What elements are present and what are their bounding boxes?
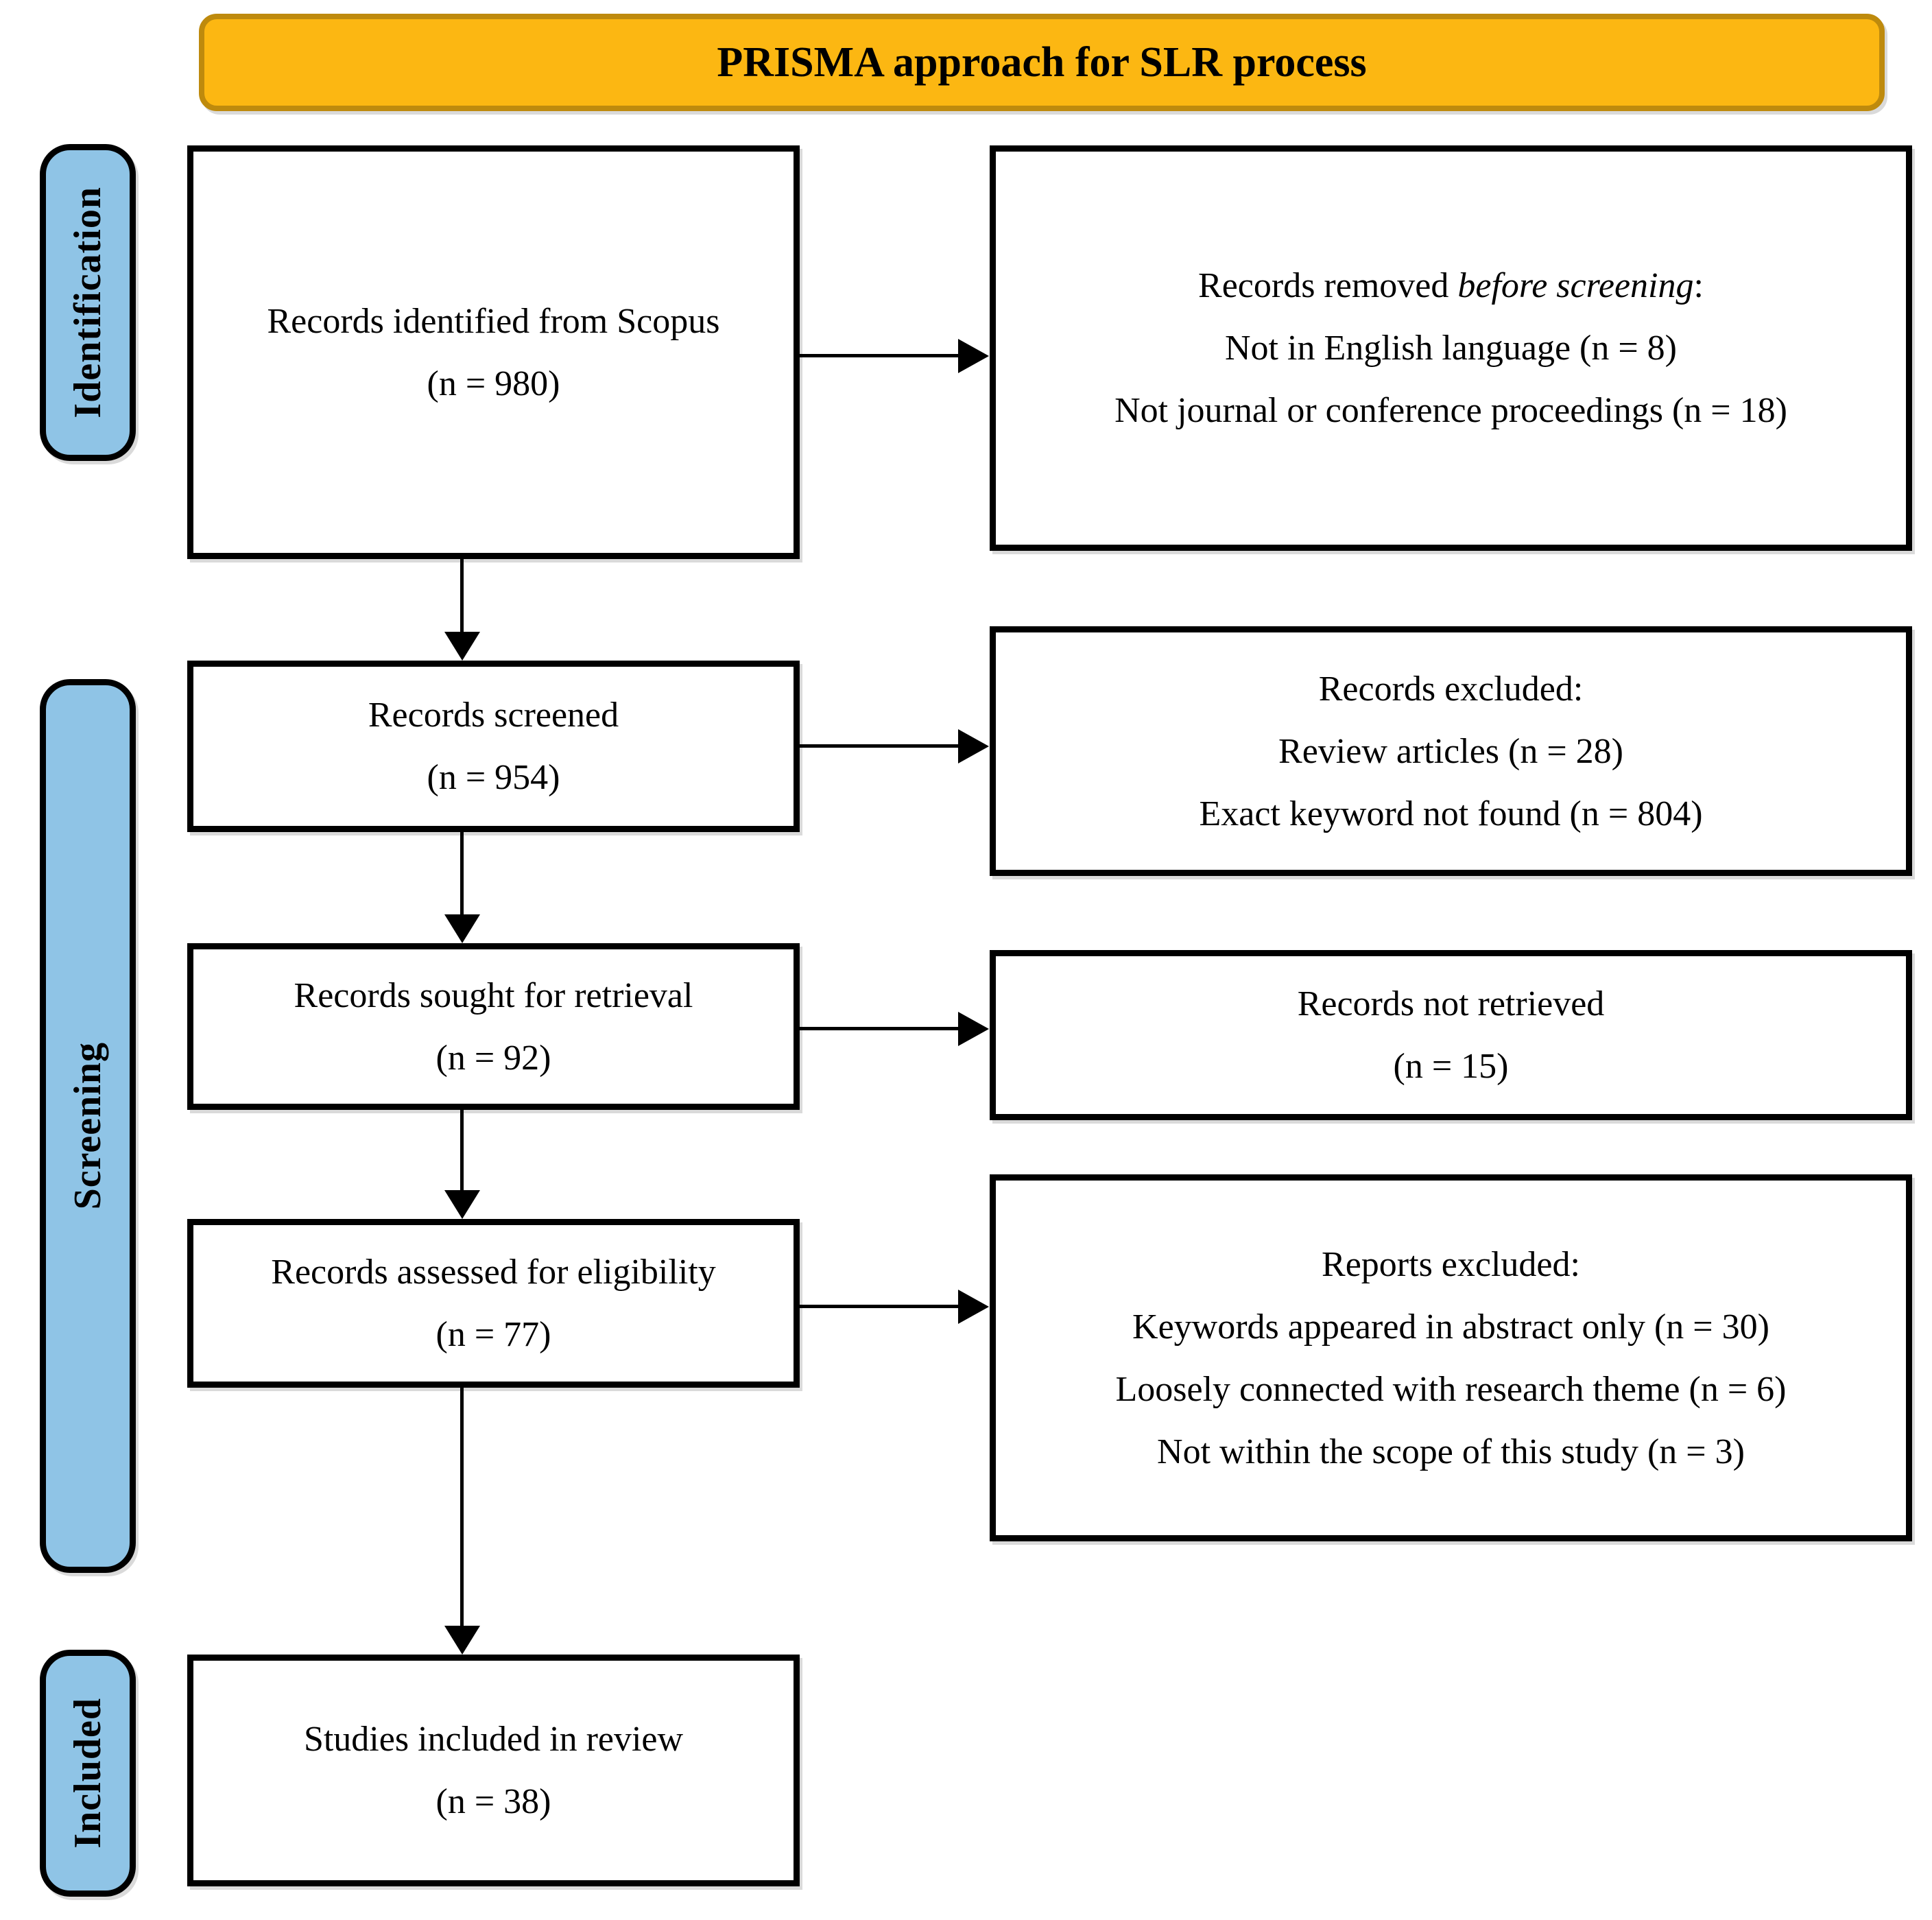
arrow-retrieval-to-eligibility [460,1110,464,1193]
records-retrieval-count: (n = 92) [436,1038,551,1078]
arrowhead-retrieval-to-not-retrieved [958,1012,989,1046]
arrow-retrieval-to-not-retrieved [799,1027,959,1030]
arrowhead-retrieval-to-eligibility [444,1190,480,1219]
diagram-title-banner: PRISMA approach for SLR process [199,14,1885,111]
box-records-screened: Records screened (n = 954) [187,661,800,832]
box-records-excluded: Records excluded: Review articles (n = 2… [990,626,1912,876]
stage-label-screening: Screening [67,1042,109,1210]
box-records-assessed-eligibility: Records assessed for eligibility (n = 77… [187,1219,800,1388]
arrow-eligibility-to-included [460,1388,464,1628]
stage-tab-included: Included [40,1650,136,1897]
arrow-eligibility-to-reports-excluded [799,1305,959,1308]
records-excluded-reason-review: Review articles (n = 28) [1278,731,1623,771]
records-excluded-heading: Records excluded: [1318,669,1584,709]
stage-tab-screening: Screening [40,679,136,1573]
arrowhead-identified-to-screened [444,632,480,661]
box-records-identified: Records identified from Scopus (n = 980) [187,145,800,559]
records-removed-heading: Records removed before screening: [1198,266,1704,305]
arrowhead-eligibility-to-reports-excluded [958,1290,989,1324]
diagram-title: PRISMA approach for SLR process [717,38,1367,86]
stage-tab-identification: Identification [40,144,136,461]
arrow-screened-to-retrieval [460,832,464,917]
records-not-retrieved-count: (n = 15) [1393,1047,1509,1086]
records-identified-title: Records identified from Scopus [267,301,720,341]
box-studies-included: Studies included in review (n = 38) [187,1655,800,1886]
box-records-not-retrieved: Records not retrieved (n = 15) [990,950,1912,1120]
arrowhead-identified-to-removed [958,339,989,373]
reports-excluded-reason-loose: Loosely connected with research theme (n… [1115,1369,1787,1409]
records-removed-reason-type: Not journal or conference proceedings (n… [1114,391,1787,430]
studies-included-count: (n = 38) [436,1782,551,1821]
studies-included-title: Studies included in review [303,1720,684,1759]
reports-excluded-reason-abstract: Keywords appeared in abstract only (n = … [1132,1307,1769,1347]
records-screened-title: Records screened [368,696,619,735]
arrowhead-eligibility-to-included [444,1626,480,1655]
box-reports-excluded: Reports excluded: Keywords appeared in a… [990,1174,1912,1541]
arrow-identified-to-removed [799,354,959,357]
box-records-removed-before-screening: Records removed before screening: Not in… [990,145,1912,551]
arrowhead-screened-to-retrieval [444,914,480,943]
records-excluded-reason-keyword: Exact keyword not found (n = 804) [1199,794,1703,833]
arrow-screened-to-excluded [799,744,959,748]
box-records-sought-retrieval: Records sought for retrieval (n = 92) [187,943,800,1110]
stage-label-identification: Identification [67,187,109,418]
records-identified-count: (n = 980) [427,364,560,403]
records-removed-reason-language: Not in English language (n = 8) [1225,329,1677,368]
records-not-retrieved-title: Records not retrieved [1297,984,1605,1023]
stage-label-included: Included [67,1698,109,1849]
before-screening-italic: before screening [1457,266,1694,305]
reports-excluded-heading: Reports excluded: [1322,1244,1580,1284]
reports-excluded-reason-scope: Not within the scope of this study (n = … [1157,1432,1745,1471]
records-eligibility-title: Records assessed for eligibility [271,1253,716,1292]
records-retrieval-title: Records sought for retrieval [294,975,693,1015]
arrowhead-screened-to-excluded [958,729,989,763]
records-screened-count: (n = 954) [427,758,560,797]
arrow-identified-to-screened [460,559,464,635]
records-eligibility-count: (n = 77) [436,1315,551,1354]
